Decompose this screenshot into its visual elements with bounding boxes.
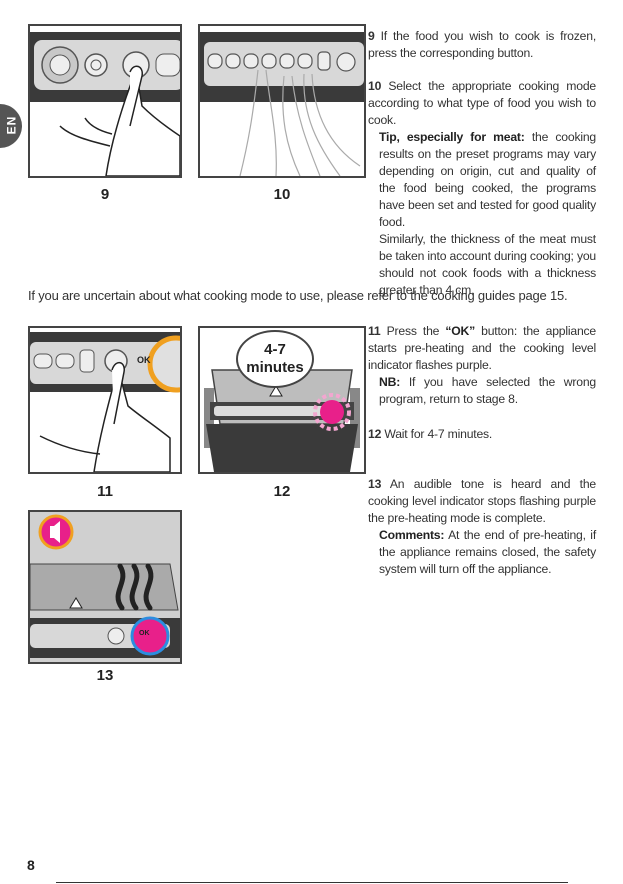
ok-button-label: OK [137,355,151,365]
figure-9-caption: 9 [100,186,110,203]
step-13: 13 An audible tone is heard and the cook… [368,477,596,576]
figure-13-caption: 13 [96,667,114,684]
nb-paragraph: NB: If you have selected the wrong progr… [379,375,597,406]
comments-paragraph: Comments: At the end of pre-heating, if … [379,528,596,576]
figure-11-caption: 11 [97,483,113,500]
footer-rule [56,882,568,883]
step-11: 11 Press the “OK” button: the appliance … [368,324,597,406]
figure-12: 4-7 minutes [198,326,366,474]
control-panel-illustration [30,32,180,176]
figure-10 [198,24,366,178]
ok-button-label: OK [139,630,150,637]
cooking-guide-note: If you are uncertain about what cooking … [28,288,568,303]
time-bubble: 4-7 minutes [236,330,314,388]
ok-button-illustration [30,332,180,472]
step-12: 12 Wait for 4-7 minutes. [368,427,493,441]
step-9: 9 If the food you wish to cook is frozen… [368,29,596,60]
grill-side-illustration [30,512,180,662]
tip-paragraph: Tip, especially for meat: the cooking re… [379,130,597,229]
figure-13: OK [28,510,182,664]
figure-10-caption: 10 [273,186,291,203]
figure-9 [28,24,182,178]
page-number: 8 [27,857,35,873]
thickness-paragraph: Similarly, the thickness of the meat mus… [379,232,596,297]
control-panel-illustration [200,32,364,176]
language-tab: EN [0,104,22,148]
figure-12-caption: 12 [273,483,291,500]
figure-11: OK [28,326,182,474]
step-10: 10 Select the appropriate cooking mode a… [368,79,597,297]
grill-illustration [204,369,360,472]
